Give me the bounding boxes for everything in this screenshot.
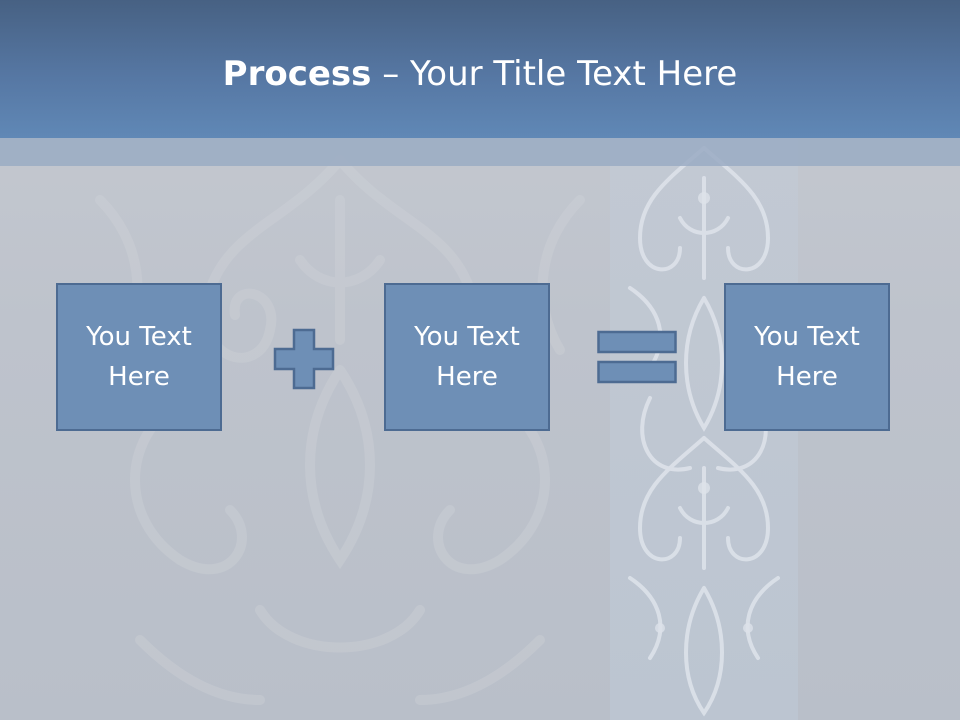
process-box-2-line1: You Text [414,322,520,352]
header-strip [0,138,960,166]
process-box-1-line1: You Text [86,322,192,352]
slide-title: Process – Your Title Text Here [0,50,960,98]
equals-icon [597,330,677,384]
process-box-1-line2: Here [108,362,170,392]
process-box-1-text: You Text Here [69,317,209,397]
process-box-3-line2: Here [776,362,838,392]
damask-ornament-left [95,155,585,705]
process-box-2-line2: Here [436,362,498,392]
header-band: Process – Your Title Text Here [0,0,960,138]
title-separator: – [371,54,411,94]
process-box-2-text: You Text Here [397,317,537,397]
process-box-1: You Text Here [56,283,222,431]
process-box-2: You Text Here [384,283,550,431]
damask-pattern [628,146,780,717]
plus-icon [273,328,335,390]
process-box-3: You Text Here [724,283,890,431]
process-box-3-line1: You Text [754,322,860,352]
process-box-3-text: You Text Here [737,317,877,397]
title-text: Your Title Text Here [410,54,738,94]
title-bold: Process [222,54,372,94]
